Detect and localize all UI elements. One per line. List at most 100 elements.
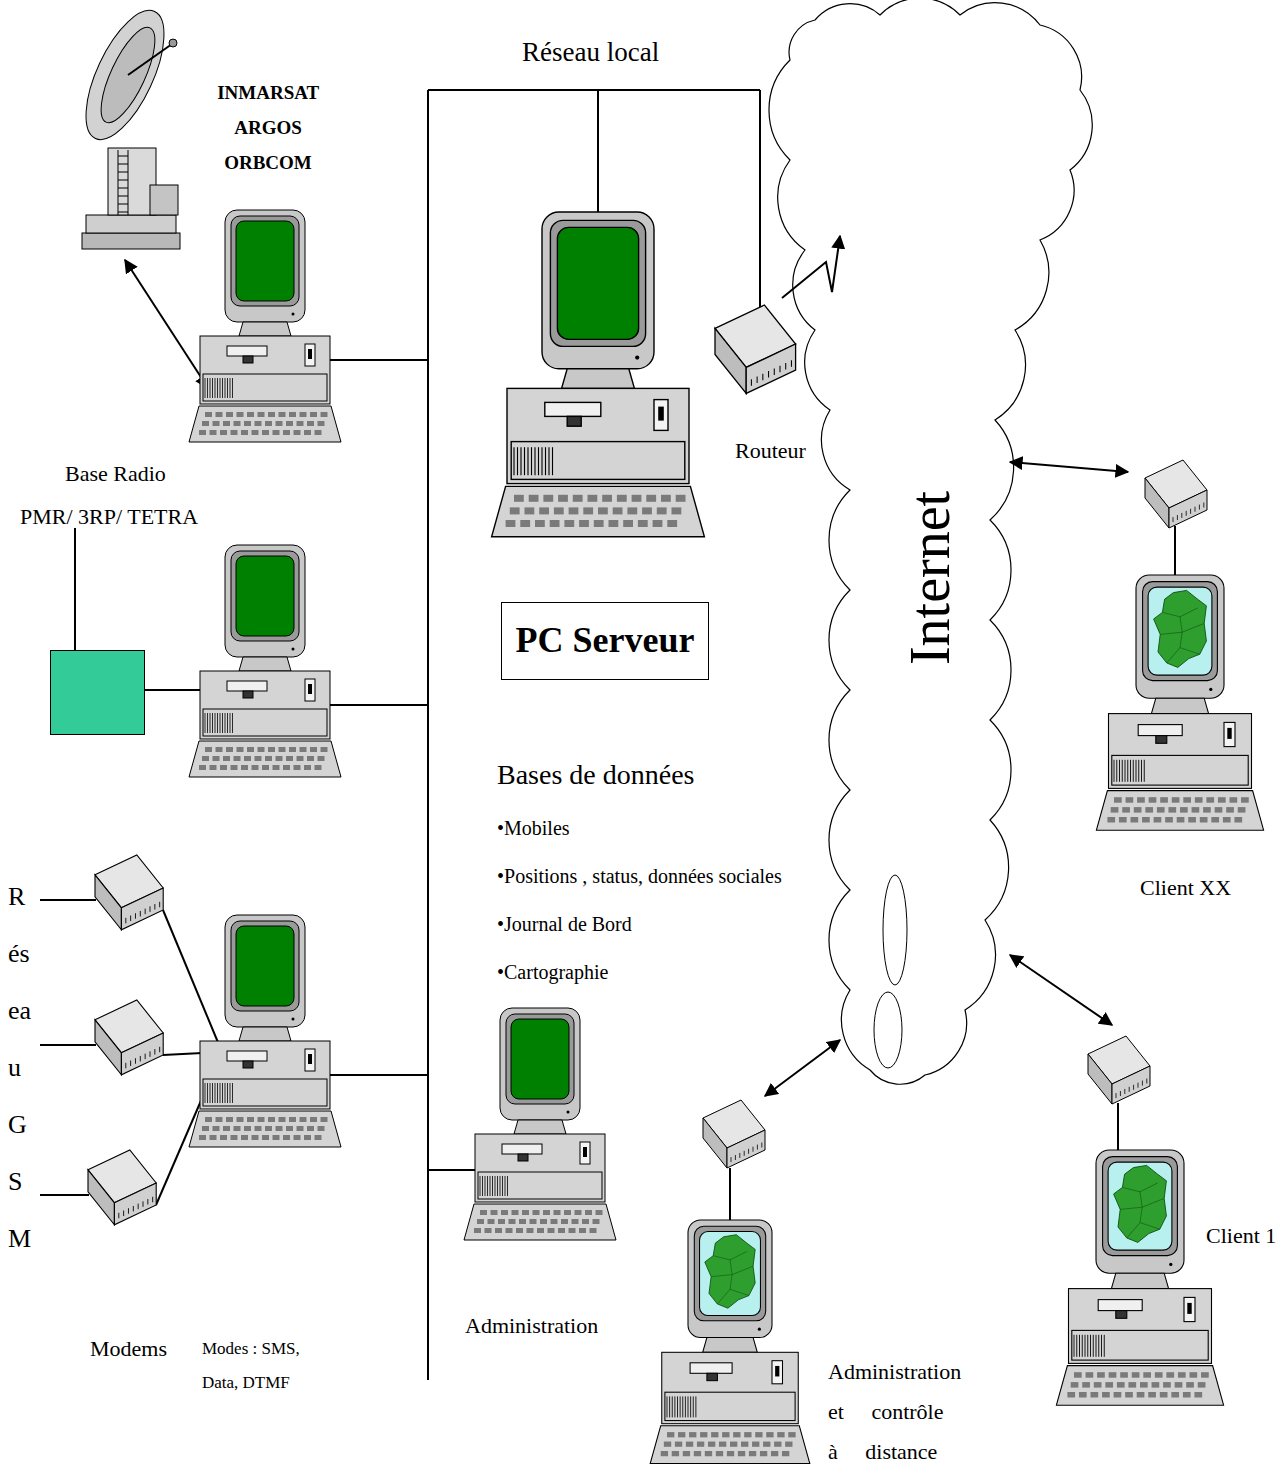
modem-vent (133, 1206, 134, 1212)
dish-reflector (70, 0, 180, 150)
monitor-bezel (506, 1014, 574, 1104)
modem-vent (152, 1197, 153, 1203)
keyboard-key (255, 421, 262, 426)
vent-grille (693, 1396, 694, 1417)
vent-grille (490, 1176, 491, 1196)
keyboard-key (569, 507, 579, 514)
keyboard-key (1082, 1382, 1090, 1388)
monitor (500, 1008, 580, 1120)
keyboard-key (664, 1442, 671, 1447)
vent-grille (205, 378, 206, 398)
power-switch (658, 407, 664, 421)
screen (236, 221, 294, 301)
modem-vent (753, 1147, 754, 1152)
dish-ladder (118, 150, 119, 215)
keyboard-key (638, 520, 648, 527)
keyboard-key (1160, 797, 1168, 803)
keyboard-key (1109, 1372, 1117, 1378)
vent-grille (531, 447, 532, 475)
unit-panel (1112, 755, 1248, 785)
keyboard-key (244, 1126, 251, 1131)
monitor-button (758, 1328, 761, 1331)
keyboard-key (1180, 807, 1188, 813)
keyboard-key (252, 765, 259, 770)
keyboard (464, 1204, 616, 1240)
keyboard-key (711, 1432, 718, 1437)
keyboard-key (752, 1442, 759, 1447)
satellite-link-arrow (125, 260, 208, 388)
keyboard-key (1152, 1382, 1160, 1388)
keyboard-key (1218, 797, 1226, 803)
keyboard-key (646, 495, 656, 502)
vent-grille (690, 1396, 691, 1417)
keyboard-key (1234, 817, 1242, 823)
keyboard-key (289, 1117, 296, 1122)
keyboard-key (1125, 1392, 1133, 1398)
network-wire (1117, 1103, 1119, 1152)
vent-grille (680, 1396, 681, 1417)
modem-vent (1129, 1087, 1130, 1092)
keyboard-key (480, 1210, 487, 1215)
keyboard-key (509, 1219, 516, 1224)
keyboard-key (1186, 1382, 1194, 1388)
vent-grille (517, 447, 518, 475)
unit-panel (203, 709, 327, 736)
france-map (705, 1235, 755, 1309)
keyboard-key (543, 1210, 550, 1215)
keyboard-key (304, 1135, 311, 1140)
modem-icon (95, 1000, 163, 1075)
screen (700, 1232, 761, 1316)
vent-grille (1138, 760, 1139, 782)
computer-icon (650, 1220, 810, 1464)
power-panel (654, 400, 668, 431)
keyboard-key (213, 421, 220, 426)
keyboard-key (738, 1451, 745, 1456)
keyboard-key (262, 430, 269, 435)
vent-grille (667, 1396, 668, 1417)
keyboard-key (564, 520, 574, 527)
vent-grille (1136, 760, 1137, 782)
keyboard-key (318, 421, 325, 426)
network-wire (40, 1044, 96, 1046)
keyboard-key (252, 1135, 259, 1140)
vent-grille (212, 713, 213, 733)
keyboard-key (582, 1219, 589, 1224)
keyboard-key (1137, 797, 1145, 803)
keyboard-key (279, 747, 286, 752)
vent-grille (500, 1176, 501, 1196)
vent-grille (220, 713, 221, 733)
modem-vent (731, 1157, 732, 1162)
map-regions (1160, 608, 1204, 663)
keyboard-key (763, 1442, 770, 1447)
unit-panel (203, 374, 327, 401)
modem-icon (1145, 460, 1207, 528)
keyboard-key (315, 1135, 322, 1140)
monitor-stand (239, 1027, 291, 1041)
power-panel (305, 344, 315, 366)
node-text: INMARSAT ARGOS ORBCOM (217, 75, 319, 180)
node-text: Base Radio PMR/ 3RP/ TETRA (20, 452, 220, 538)
network-link (782, 236, 840, 298)
keyboard-key (491, 1210, 498, 1215)
keyboard-key (749, 1451, 756, 1456)
keyboard-key (1160, 1392, 1168, 1398)
vent-grille (682, 1396, 683, 1417)
network-wire (330, 1074, 428, 1076)
vent-grille (222, 378, 223, 398)
vent-grille (207, 713, 208, 733)
keyboard-key (262, 1135, 269, 1140)
keyboard-key (514, 495, 524, 502)
network-wire (40, 1194, 89, 1196)
screen (236, 926, 294, 1006)
keyboard-key (265, 421, 272, 426)
keyboard-key (258, 1117, 265, 1122)
keyboard-key (1155, 1372, 1163, 1378)
modem-vent (143, 1201, 144, 1207)
keyboard-key (1074, 1372, 1082, 1378)
modem-icon (703, 1100, 765, 1168)
france-map (1154, 590, 1207, 667)
network-wire (597, 90, 599, 212)
keyboard-key (572, 1219, 579, 1224)
keyboard-key (678, 1432, 685, 1437)
